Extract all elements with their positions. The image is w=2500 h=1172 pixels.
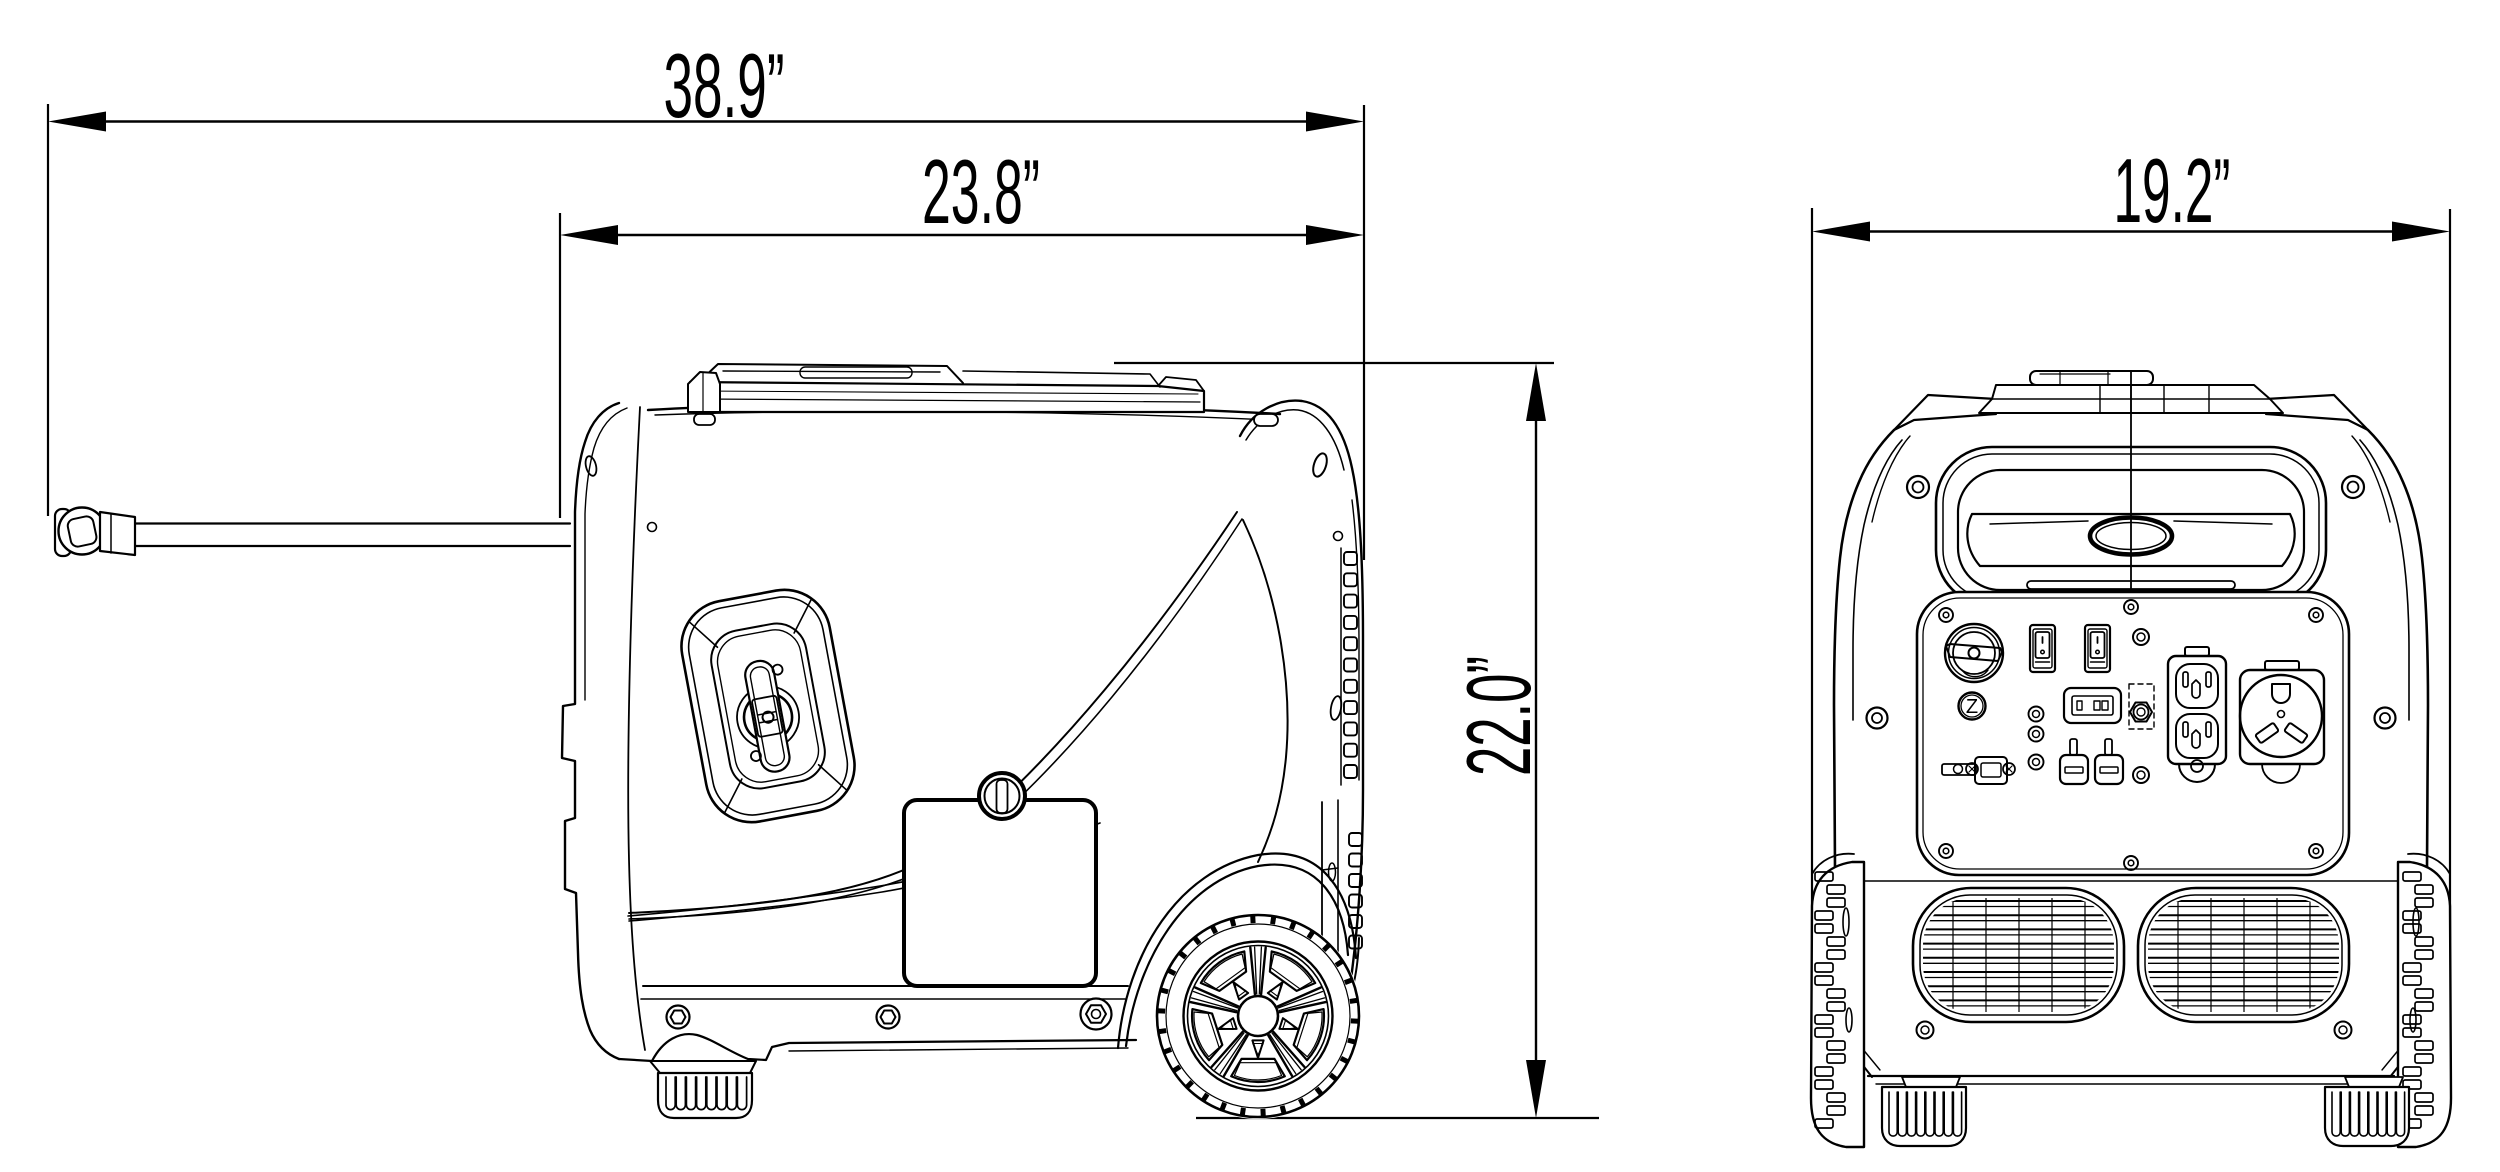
svg-text:22.0”: 22.0” — [1449, 656, 1550, 776]
svg-text:38.9”: 38.9” — [664, 36, 785, 137]
svg-text:19.2”: 19.2” — [2114, 141, 2231, 242]
svg-text:23.8”: 23.8” — [922, 142, 1040, 243]
svg-text:Z: Z — [1966, 696, 1978, 718]
